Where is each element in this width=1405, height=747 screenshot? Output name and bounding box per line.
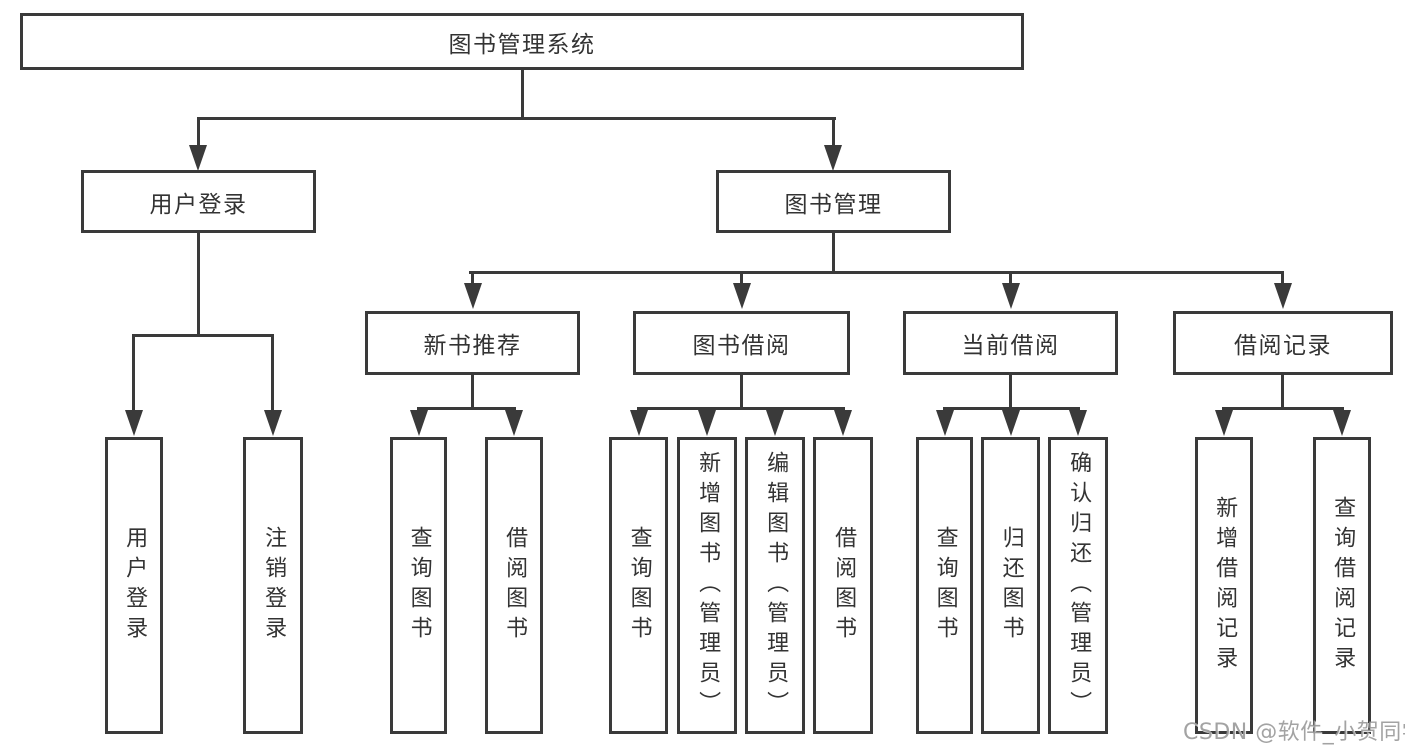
node-label: 查询图书 <box>932 525 958 646</box>
node-label: 借阅记录 <box>1234 333 1332 359</box>
arrow-down-icon <box>410 410 428 436</box>
connector-logout-drop <box>271 334 274 410</box>
connector-group1-hline <box>417 407 516 410</box>
arrow-down-icon <box>698 410 716 436</box>
node-query-books-borrowing: 查询图书 <box>609 437 668 734</box>
node-label: 图书借阅 <box>692 333 791 359</box>
node-label: 新增借阅记录 <box>1212 495 1238 676</box>
node-add-borrow-record: 新增借阅记录 <box>1195 437 1253 734</box>
node-book-management-module: 图书管理 <box>716 170 951 233</box>
connector-group3-stem <box>1009 375 1012 409</box>
arrow-down-icon <box>189 145 207 171</box>
node-label: 用户登录 <box>122 525 148 646</box>
node-label: 查询借阅记录 <box>1330 495 1356 676</box>
node-label: 注销登录 <box>261 525 287 646</box>
arrow-down-icon <box>125 410 143 436</box>
node-new-book-recommendation: 新书推荐 <box>365 311 580 375</box>
connector-current-drop <box>1009 271 1012 285</box>
arrow-down-icon <box>1069 410 1087 436</box>
arrow-down-icon <box>936 410 954 436</box>
connector-group4-hline <box>1222 407 1344 410</box>
arrow-down-icon <box>824 145 842 171</box>
node-label: 查询图书 <box>626 525 652 646</box>
node-query-borrow-record: 查询借阅记录 <box>1313 437 1371 734</box>
connector-book-mgmt-stem <box>832 233 835 274</box>
connector-borrowing-drop <box>740 271 743 285</box>
connector-root-stem <box>521 70 524 120</box>
node-library-management-system: 图书管理系统 <box>20 13 1024 70</box>
node-book-borrowing: 图书借阅 <box>633 311 850 375</box>
connector-group4-stem <box>1281 375 1284 409</box>
arrow-down-icon <box>733 283 751 309</box>
node-label: 图书管理 <box>784 191 883 218</box>
node-label: 新增图书（管理员） <box>695 450 721 721</box>
connector-user-login-drop <box>197 117 200 145</box>
node-edit-book-admin: 编辑图书（管理员） <box>745 437 805 734</box>
node-add-book-admin: 新增图书（管理员） <box>677 437 737 734</box>
connector-records-drop <box>1281 271 1284 285</box>
arrow-down-icon <box>1002 283 1020 309</box>
node-confirm-return-admin: 确认归还（管理员） <box>1048 437 1108 734</box>
node-user-login-module: 用户登录 <box>81 170 316 233</box>
arrow-down-icon <box>264 410 282 436</box>
node-label: 归还图书 <box>998 525 1024 646</box>
connector-level2-hline <box>197 117 836 120</box>
node-label: 图书管理系统 <box>448 31 596 58</box>
node-label: 借阅图书 <box>831 525 857 646</box>
connector-book-mgmt-drop <box>832 117 835 145</box>
node-label: 用户登录 <box>149 191 248 218</box>
node-query-books-current: 查询图书 <box>916 437 973 734</box>
node-label: 确认归还（管理员） <box>1066 450 1092 721</box>
connector-user-login-stem <box>197 233 200 336</box>
node-borrowing-records: 借阅记录 <box>1173 311 1393 375</box>
connector-newbook-drop <box>471 271 474 285</box>
arrow-down-icon <box>505 410 523 436</box>
arrow-down-icon <box>630 410 648 436</box>
node-borrow-book-action: 借阅图书 <box>813 437 873 734</box>
arrow-down-icon <box>464 283 482 309</box>
arrow-down-icon <box>766 410 784 436</box>
arrow-down-icon <box>1333 410 1351 436</box>
connector-group1-stem <box>471 375 474 409</box>
node-user-login-action: 用户登录 <box>105 437 163 734</box>
arrow-down-icon <box>1002 410 1020 436</box>
node-label: 当前借阅 <box>961 333 1060 359</box>
node-current-borrowing: 当前借阅 <box>903 311 1118 375</box>
arrow-down-icon <box>1215 410 1233 436</box>
arrow-down-icon <box>1274 283 1292 309</box>
node-label: 查询图书 <box>406 525 432 646</box>
connector-group2-hline <box>637 407 845 410</box>
connector-user-login-hline <box>132 334 274 337</box>
node-borrow-books-recommend: 借阅图书 <box>485 437 543 734</box>
node-label: 编辑图书（管理员） <box>763 450 789 721</box>
connector-level3-hline <box>469 271 1284 274</box>
node-label: 借阅图书 <box>502 525 528 646</box>
arrow-down-icon <box>834 410 852 436</box>
node-query-books-recommend: 查询图书 <box>390 437 447 734</box>
node-return-book: 归还图书 <box>981 437 1040 734</box>
connector-login-drop <box>132 334 135 410</box>
connector-group3-hline <box>943 407 1080 410</box>
connector-group2-stem <box>740 375 743 409</box>
node-label: 新书推荐 <box>423 333 522 359</box>
node-logout-action: 注销登录 <box>243 437 303 734</box>
